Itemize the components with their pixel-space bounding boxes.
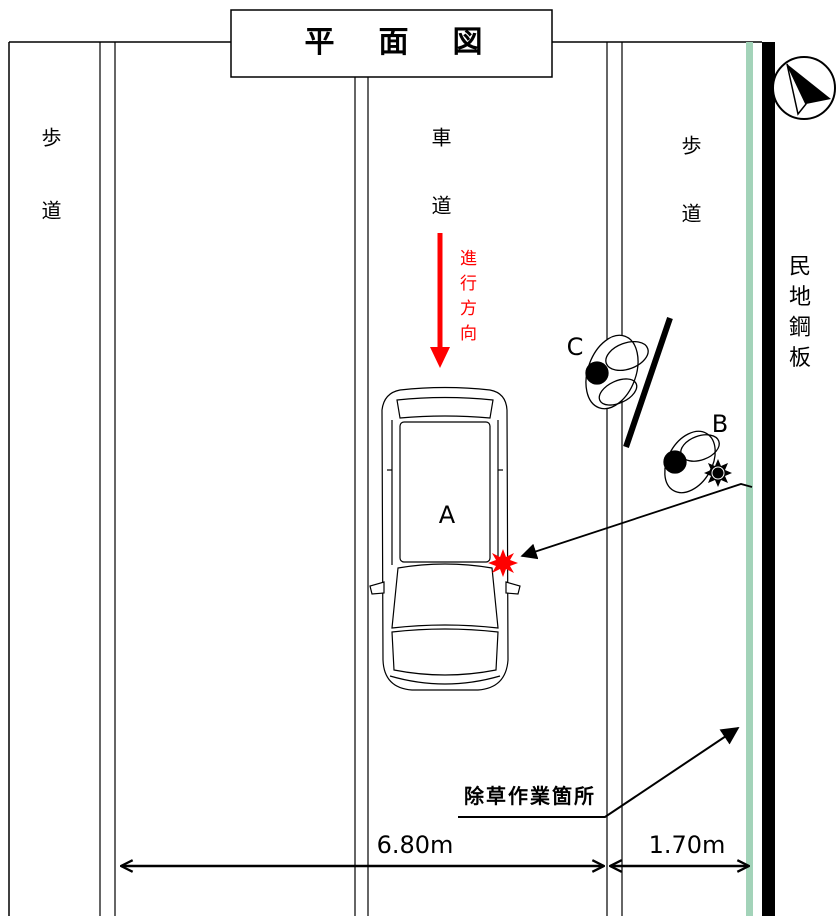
person-b-figure: [663, 430, 720, 494]
person-c-figure: [585, 334, 649, 410]
stone-trajectory-arrow: [520, 483, 753, 560]
page-title: 平 面 図: [304, 25, 490, 60]
person-c-label: C: [566, 333, 584, 361]
direction-of-travel-label: 進行方向: [456, 249, 476, 349]
sidewalk-right-label: 歩道: [678, 135, 702, 271]
vehicle-a-label: A: [438, 501, 456, 529]
direction-of-travel-arrow: [430, 233, 450, 368]
title-box: [230, 9, 553, 78]
weeding-area-leader-arrow: [458, 726, 740, 818]
steel-plate-bar: [762, 42, 775, 916]
boundary-green-strip: [746, 42, 753, 916]
north-arrow-icon: [772, 56, 836, 120]
roadway-width-value: 6.80m: [376, 831, 454, 859]
person-b-label: B: [711, 410, 729, 438]
sidewalk-left-label: 歩道: [38, 127, 62, 273]
roadway-label: 車道: [428, 127, 452, 263]
private-land-steel-plate-label: 民地鋼板: [785, 254, 810, 376]
flying-stone-burst-icon: [704, 459, 732, 487]
sidewalk-width-value: 1.70m: [648, 831, 726, 859]
impact-burst-icon: [488, 549, 518, 577]
vehicle-a-car: [369, 386, 521, 691]
cutter-shaft-line: [623, 317, 673, 448]
weeding-area-label: 除草作業箇所: [464, 784, 596, 808]
